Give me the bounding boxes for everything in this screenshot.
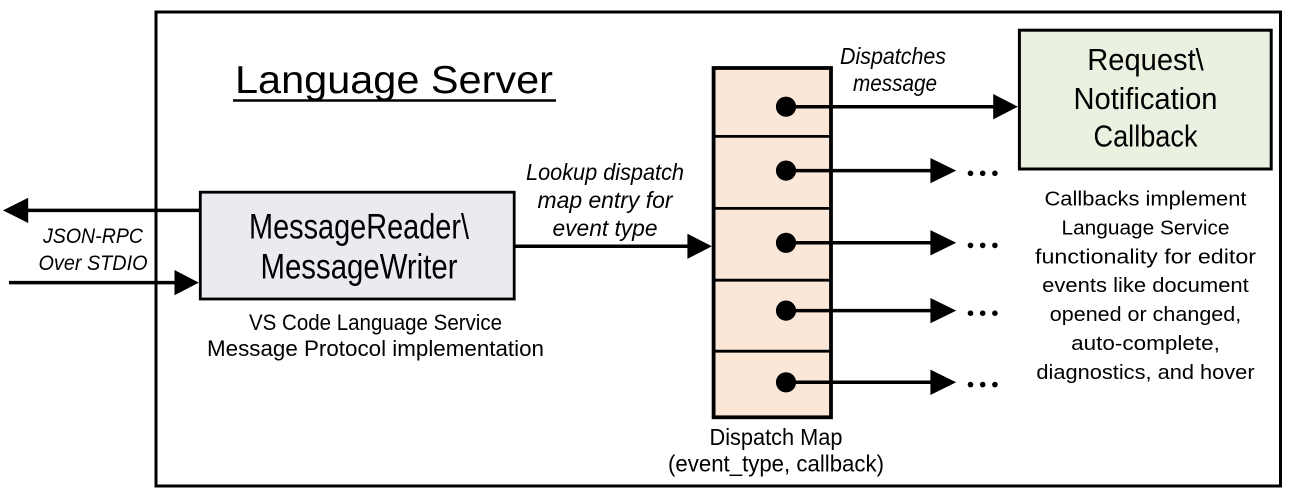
svg-text:message: message [853,70,937,96]
svg-text:(event_type, callback): (event_type, callback) [668,451,884,477]
svg-text:events like document: events like document [1042,275,1249,297]
svg-text:Over STDIO: Over STDIO [39,252,148,275]
svg-text:Callbacks implement: Callbacks implement [1045,188,1247,210]
svg-text:diagnostics, and hover: diagnostics, and hover [1036,362,1255,384]
svg-text:Callback: Callback [1094,121,1199,154]
svg-text:VS Code Language Service: VS Code Language Service [249,310,502,335]
svg-text:auto-complete,: auto-complete, [1071,333,1220,355]
svg-text:JSON-RPC: JSON-RPC [42,225,144,248]
svg-text:Language Server: Language Server [235,59,553,102]
svg-text:Notification: Notification [1074,83,1218,116]
svg-text:Request\: Request\ [1087,44,1204,77]
svg-text:MessageReader\: MessageReader\ [249,207,469,247]
svg-text:Dispatches: Dispatches [840,43,946,69]
svg-text:event type: event type [553,215,658,241]
svg-text:MessageWriter: MessageWriter [261,247,458,287]
svg-text:Message Protocol implementatio: Message Protocol implementation [207,336,544,361]
svg-text:functionality for editor: functionality for editor [1035,246,1256,268]
svg-text:opened or changed,: opened or changed, [1050,304,1241,326]
svg-text:Lookup dispatch: Lookup dispatch [526,159,684,185]
svg-text:map entry for: map entry for [538,187,674,213]
svg-text:Language Service: Language Service [1062,217,1230,239]
svg-text:Dispatch Map: Dispatch Map [710,424,843,450]
